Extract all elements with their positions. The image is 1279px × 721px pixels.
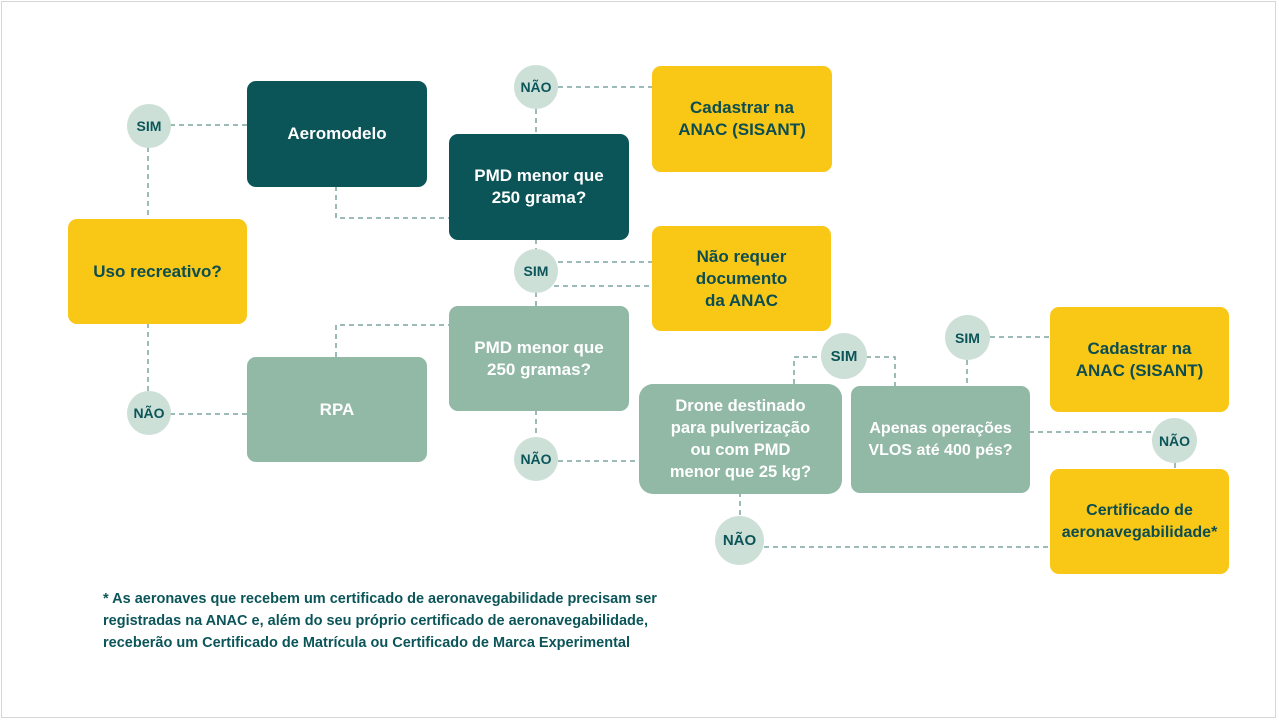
nao-circle-pmd-grama: NÃO: [514, 65, 558, 109]
footnote: * As aeronaves que recebem um certificad…: [103, 588, 823, 654]
rpa-box: RPA: [247, 357, 427, 462]
nao-circle-pmd-gramas: NÃO: [514, 437, 558, 481]
pmd-menor-250-grama-box: PMD menor que 250 grama?: [449, 134, 629, 240]
footnote-line-3: receberão um Certificado de Matrícula ou…: [103, 635, 630, 651]
footnote-line-2: registradas na ANAC e, além do seu própr…: [103, 613, 648, 629]
aeromodelo-box: Aeromodelo: [247, 81, 427, 187]
sim-circle-drone: SIM: [821, 333, 867, 379]
nao-requer-documento-box: Não requer documento da ANAC: [652, 226, 831, 331]
sim-circle-pmd: SIM: [514, 249, 558, 293]
uso-recreativo-box: Uso recreativo?: [68, 219, 247, 324]
certificado-aeronavegabilidade-box: Certificado de aeronavegabilidade*: [1050, 469, 1229, 574]
nao-circle-vlos: NÃO: [1152, 418, 1197, 463]
pmd-menor-250-gramas-box: PMD menor que 250 gramas?: [449, 306, 629, 411]
nao-circle-drone: NÃO: [715, 516, 764, 565]
cadastrar-anac-box-1: Cadastrar na ANAC (SISANT): [652, 66, 832, 172]
cadastrar-anac-box-2: Cadastrar na ANAC (SISANT): [1050, 307, 1229, 412]
drone-destinado-box: Drone destinado para pulverização ou com…: [639, 384, 842, 494]
nao-circle-uso: NÃO: [127, 391, 171, 435]
footnote-line-1: * As aeronaves que recebem um certificad…: [103, 591, 657, 607]
sim-circle-vlos: SIM: [945, 315, 990, 360]
sim-circle-uso: SIM: [127, 104, 171, 148]
apenas-operacoes-vlos-box: Apenas operações VLOS até 400 pés?: [851, 386, 1030, 493]
